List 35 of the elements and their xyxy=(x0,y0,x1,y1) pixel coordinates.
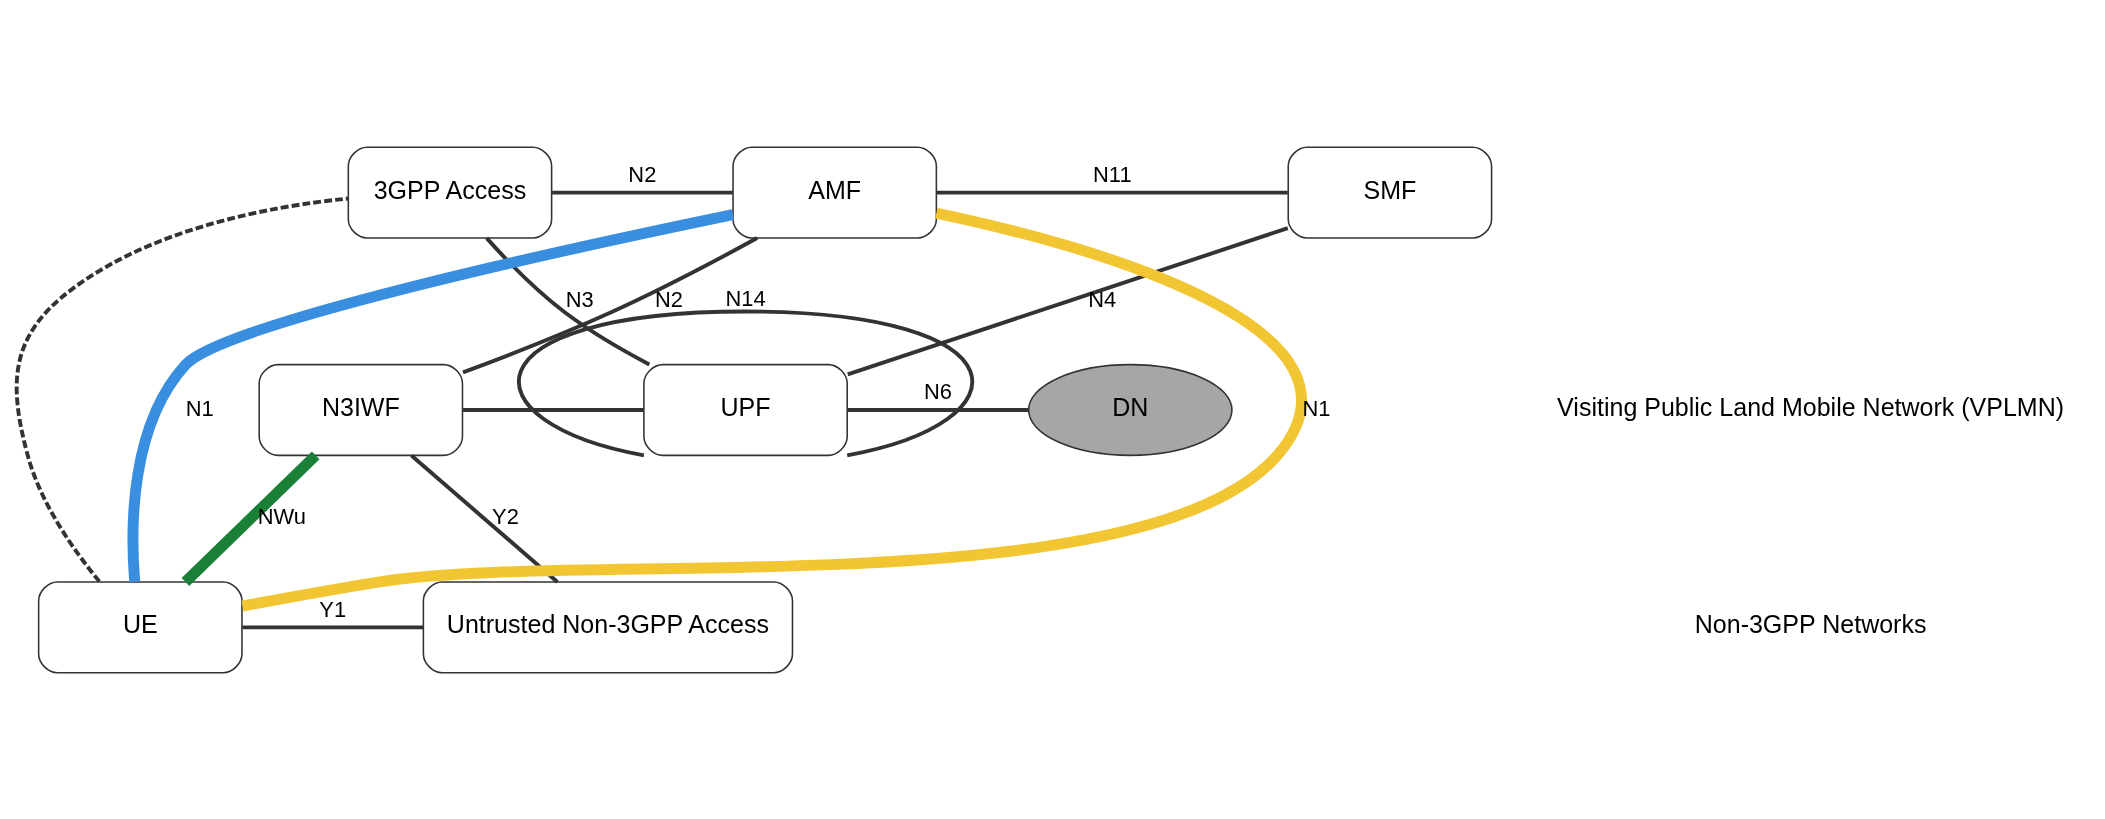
connector xyxy=(241,207,1307,611)
node-box: UPF xyxy=(643,363,848,456)
connector xyxy=(242,624,424,629)
edge-label: N2 xyxy=(628,161,657,187)
edge-label: N4 xyxy=(1088,286,1117,312)
edge-label: N3 xyxy=(565,286,594,312)
label: Visiting Public Land Mobile Network (VPLMN) xyxy=(1557,392,2065,421)
connector xyxy=(14,196,349,583)
edge-label: N6 xyxy=(923,378,952,404)
node-ellipse: DN xyxy=(1027,363,1233,456)
node-box: N3IWF xyxy=(258,363,464,456)
connector xyxy=(847,407,1029,412)
connector xyxy=(127,208,735,582)
edge-label: N2 xyxy=(654,286,683,312)
connector xyxy=(517,309,974,457)
connector xyxy=(847,225,1289,376)
edge-label: NWu xyxy=(257,503,306,529)
connector xyxy=(936,190,1288,195)
edge-label: N1 xyxy=(185,395,214,421)
connector xyxy=(552,190,733,195)
edge-label: N14 xyxy=(725,285,766,311)
connector xyxy=(463,407,644,412)
node-box: Untrusted Non-3GPP Access xyxy=(422,580,794,673)
label: Non-3GPP Networks xyxy=(1694,609,1927,638)
connector xyxy=(485,236,651,366)
connector xyxy=(410,453,559,583)
node-box: AMF xyxy=(732,146,938,239)
connector xyxy=(462,235,759,374)
edge-label: Y1 xyxy=(319,596,347,622)
edge-label: N11 xyxy=(1093,161,1132,187)
node-box: UE xyxy=(37,580,243,673)
connector xyxy=(181,451,320,586)
edge-label: Y2 xyxy=(492,503,519,529)
node-box: 3GPP Access xyxy=(347,146,553,239)
node-box: SMF xyxy=(1287,146,1493,239)
